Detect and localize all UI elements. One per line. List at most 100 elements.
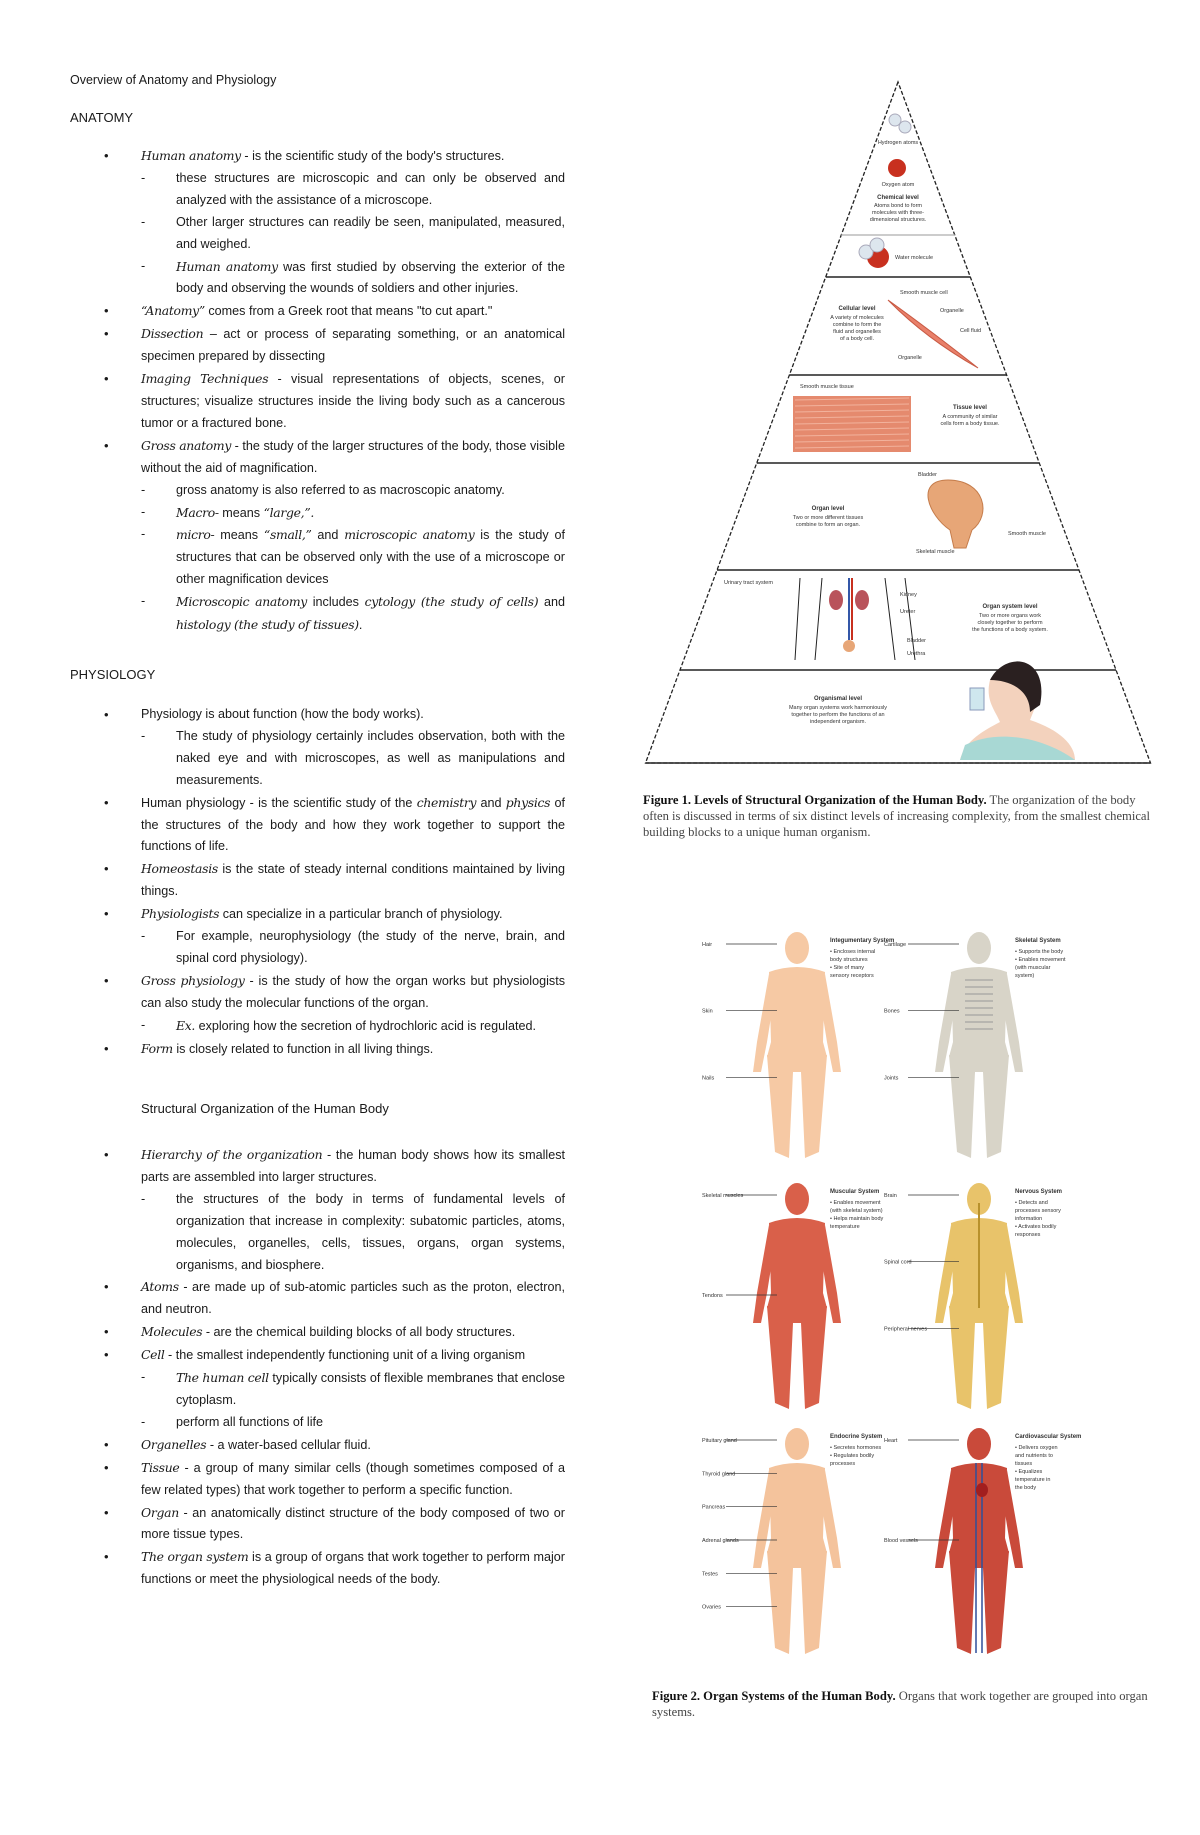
- emphasized-term: Microscopic anatomy: [176, 594, 307, 610]
- figure1-caption: Figure 1. Levels of Structural Organizat…: [643, 792, 1153, 840]
- figure-label-line: fluid and organelles: [833, 329, 881, 335]
- list-item: •Imaging Techniques - visual representat…: [70, 368, 565, 435]
- emphasized-term: Molecules: [141, 1324, 203, 1340]
- anatomy-pointer-label: Bones: [884, 1009, 900, 1015]
- structural-list: •Hierarchy of the organization - the hum…: [70, 1144, 565, 1591]
- list-item: •Dissection – act or process of separati…: [70, 323, 565, 368]
- figure-label-line: together to perform the functions of an: [791, 712, 884, 718]
- anatomy-list: •Human anatomy - is the scientific study…: [70, 145, 565, 637]
- torso: [949, 967, 1009, 1057]
- system-function-point: • Delivers oxygen: [1015, 1445, 1058, 1451]
- heart: [976, 1483, 988, 1497]
- bullet-marker: •: [104, 303, 109, 319]
- text-run: is the study of structures that can be o…: [176, 528, 565, 587]
- dash-marker: -: [141, 504, 146, 519]
- tissue-fiber: [794, 409, 910, 413]
- figure-label: Smooth muscle: [1008, 531, 1046, 537]
- anatomy-pointer-label: Brain: [884, 1193, 897, 1199]
- list-item: •Form is closely related to function in …: [70, 1038, 565, 1061]
- bullet-marker: •: [104, 972, 109, 988]
- figure-label-line: molecules with three-: [872, 210, 924, 216]
- anatomy-pointer-label: Skin: [702, 1009, 713, 1015]
- text-run: - an anatomically distinct structure of …: [141, 1505, 565, 1542]
- legs: [767, 1306, 827, 1409]
- text-run: - the human body shows how its smallest …: [141, 1148, 565, 1184]
- head: [967, 932, 991, 964]
- tissue-fiber: [794, 427, 910, 431]
- dash-marker: -: [141, 728, 146, 743]
- text-run: - a water-based cellular fluid.: [206, 1437, 371, 1452]
- text-run: .: [358, 618, 363, 633]
- list-item: •Cell - the smallest independently funct…: [70, 1344, 565, 1367]
- tissue-fiber: [794, 421, 910, 425]
- water-molecule-hydrogen: [869, 237, 885, 253]
- body-figure-skeletal-system: [935, 932, 1023, 1158]
- text-run: and: [311, 528, 345, 543]
- bullet-marker: •: [104, 707, 109, 722]
- text-run: was first studied by observing the exter…: [176, 259, 565, 296]
- figure1-caption-text: The organization of the body often is di…: [643, 793, 1151, 839]
- figure2-caption-text: Organs that work together are grouped in…: [652, 1689, 1148, 1719]
- emphasized-term: Form: [141, 1040, 173, 1056]
- anatomy-pointer-label: Nails: [702, 1075, 714, 1081]
- emphasized-term: physics: [505, 794, 551, 810]
- figure-label: Kidney: [900, 592, 917, 598]
- list-item: •Molecules - are the chemical building b…: [70, 1321, 565, 1344]
- sub-list-item: -Macro- means “large,”.: [70, 502, 565, 525]
- figure-label-line: of a body cell.: [840, 336, 874, 342]
- emphasized-term: Gross anatomy: [141, 437, 232, 453]
- system-function-point: • Regulates bodily: [830, 1453, 874, 1459]
- system-function-point: • Equalizes: [1015, 1469, 1043, 1475]
- anatomy-pointer-label: Ovaries: [702, 1605, 721, 1611]
- sub-list-item: -The study of physiology certainly inclu…: [70, 726, 565, 792]
- text-run: is the state of steady internal conditio…: [141, 862, 565, 899]
- emphasized-term: “large,”.: [263, 504, 315, 520]
- figure-label-line: combine to form the: [833, 322, 882, 328]
- anatomy-pointer-label: Cartilage: [884, 942, 906, 948]
- list-item: •“Anatomy” comes from a Greek root that …: [70, 300, 565, 323]
- list-item: •Gross physiology - is the study of how …: [70, 970, 565, 1015]
- system-function-point: information: [1015, 1216, 1042, 1222]
- figure-label-line: independent organism.: [810, 719, 866, 725]
- anatomy-pointer-label: Pituitary gland: [702, 1438, 737, 1444]
- text-run: means: [218, 505, 264, 520]
- emphasized-term: The human cell: [176, 1370, 269, 1386]
- body-figure-cardiovascular-system: [935, 1428, 1023, 1654]
- system-title: Skeletal System: [1015, 938, 1061, 944]
- head: [785, 1183, 809, 1215]
- sub-list-item: -For example, neurophysiology (the study…: [70, 926, 565, 970]
- figure-label-line: A community of similar: [942, 414, 997, 420]
- figure1-caption-title: Figure 1. Levels of Structural Organizat…: [643, 793, 987, 807]
- system-function-point: temperature in: [1015, 1477, 1050, 1483]
- list-item: •Physiology is about function (how the b…: [70, 704, 565, 726]
- system-function-point: • Detects and: [1015, 1200, 1048, 1206]
- glass-of-water: [969, 687, 985, 711]
- text-run: means: [214, 528, 264, 543]
- dash-marker: -: [141, 527, 146, 542]
- dash-marker: -: [141, 482, 146, 497]
- system-function-point: • Encloses internal: [830, 949, 875, 955]
- legs: [767, 1551, 827, 1654]
- list-item: •Atoms - are made up of sub-atomic parti…: [70, 1276, 565, 1321]
- sub-list-item: -the structures of the body in terms of …: [70, 1189, 565, 1277]
- emphasized-term: Ex.: [176, 1017, 196, 1033]
- system-function-point: • Supports the body: [1015, 949, 1063, 955]
- torso: [949, 1463, 1009, 1553]
- figure-label: Organelle: [898, 355, 922, 361]
- dash-marker: -: [141, 929, 146, 944]
- system-function-point: • Enables movement: [830, 1200, 881, 1206]
- text-run: can specialize in a particular branch of…: [219, 907, 503, 922]
- figure-label: Organ system level: [982, 604, 1037, 610]
- tissue-fiber: [794, 415, 910, 419]
- text-run: is a group of organs that work together …: [141, 1550, 565, 1587]
- dash-marker: -: [141, 1370, 146, 1385]
- anatomy-pointer-label: Thyroid gland: [702, 1471, 735, 1477]
- dash-marker: -: [141, 1017, 146, 1032]
- torso: [767, 1463, 827, 1553]
- system-function-point: and nutrients to: [1015, 1453, 1053, 1459]
- tissue-fiber: [794, 445, 910, 449]
- physiology-heading: PHYSIOLOGY: [70, 667, 156, 682]
- hydrogen-atom: [888, 113, 902, 127]
- legs: [949, 1055, 1009, 1158]
- figure-label: Hydrogen atoms: [878, 140, 919, 146]
